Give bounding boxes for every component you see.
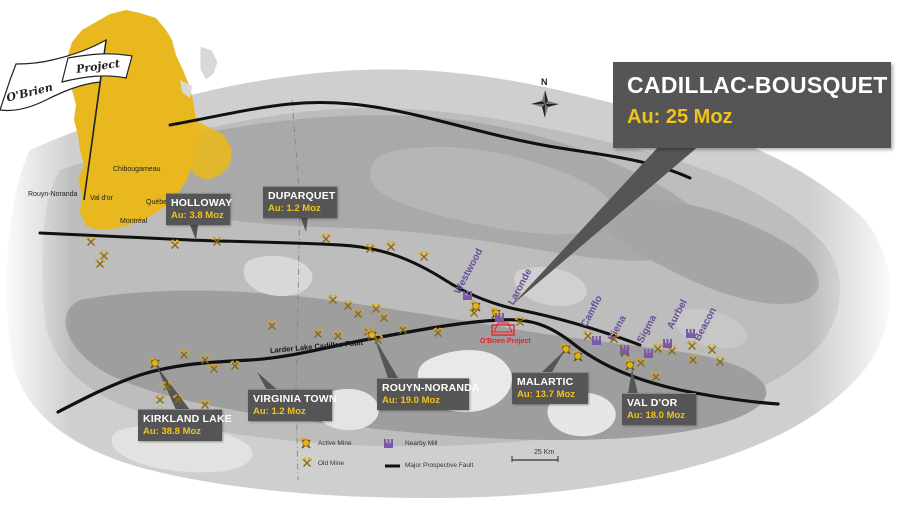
callout-cadillac-bousquet: CADILLAC-BOUSQUET Au: 25 Moz — [613, 62, 891, 148]
callout-malartic-name: MALARTIC — [517, 376, 574, 388]
callout-virginia-town-value: Au: 1.2 Moz — [253, 406, 306, 417]
callout-duparquet: DUPARQUET Au: 1.2 Moz — [263, 186, 337, 218]
provincial-border — [291, 99, 301, 481]
callout-val-dor: VAL D'OR Au: 18.0 Moz — [622, 393, 696, 425]
callout-rouyn-noranda-name: ROUYN-NORANDA — [382, 382, 480, 394]
callout-virginia-town-name: VIRGINIA TOWN — [253, 393, 337, 405]
label-montreal: Montréal — [120, 218, 148, 225]
north-label: N — [541, 77, 548, 87]
obrien-project-marker — [493, 322, 513, 333]
callout-duparquet-value: Au: 1.2 Moz — [268, 203, 321, 214]
callout-rouyn-noranda-value: Au: 19.0 Moz — [382, 395, 441, 406]
legend-nearby-mill: Nearby Mill — [405, 440, 438, 447]
obrien-flag — [0, 38, 133, 201]
callout-cadillac-bousquet-name: CADILLAC-BOUSQUET — [627, 72, 888, 98]
callout-holloway-value: Au: 3.8 Moz — [171, 210, 224, 221]
callout-malartic: MALARTIC Au: 13.7 Moz — [512, 372, 588, 404]
legend-active-mine: Active Mine — [318, 440, 352, 447]
legend-old-mine: Old Mine — [318, 460, 345, 467]
callout-rouyn-noranda: ROUYN-NORANDA Au: 19.0 Moz — [377, 378, 480, 410]
callout-holloway: HOLLOWAY Au: 3.8 Moz — [166, 193, 233, 225]
map-legend: Active Mine Old Mine Nearby Mill Major P… — [292, 423, 497, 481]
obrien-project-outline — [491, 324, 515, 336]
callout-virginia-town: VIRGINIA TOWN Au: 1.2 Moz — [248, 389, 337, 421]
callout-holloway-name: HOLLOWAY — [171, 197, 233, 209]
legend-major-fault: Major Prospective Fault — [405, 462, 474, 469]
legend-icons — [300, 437, 400, 468]
callout-duparquet-name: DUPARQUET — [268, 190, 336, 202]
label-rouyn-noranda-inset: Rouyn-Noranda — [28, 191, 78, 198]
northern-fault — [168, 101, 692, 180]
callout-malartic-value: Au: 13.7 Moz — [517, 389, 576, 400]
central-fault — [38, 231, 642, 347]
scale-label: 25 Km — [534, 449, 555, 456]
callout-val-dor-value: Au: 18.0 Moz — [627, 410, 686, 421]
label-quebec: Québec — [146, 199, 171, 206]
callout-val-dor-name: VAL D'OR — [627, 397, 678, 409]
callout-pointers — [156, 145, 700, 410]
label-val-dor-inset: Val d'or — [90, 195, 113, 202]
north-arrow — [531, 90, 559, 118]
obrien-project-label: O'Brien Project — [480, 338, 531, 345]
scale-bar — [511, 456, 559, 462]
callout-kirkland-lake-name: KIRKLAND LAKE — [143, 413, 232, 425]
callout-cadillac-bousquet-value: Au: 25 Moz — [627, 106, 733, 128]
callout-kirkland-lake: KIRKLAND LAKE Au: 38.8 Moz — [138, 409, 232, 441]
label-chibougameau: Chibougameau — [113, 166, 161, 173]
callout-kirkland-lake-value: Au: 38.8 Moz — [143, 426, 202, 437]
